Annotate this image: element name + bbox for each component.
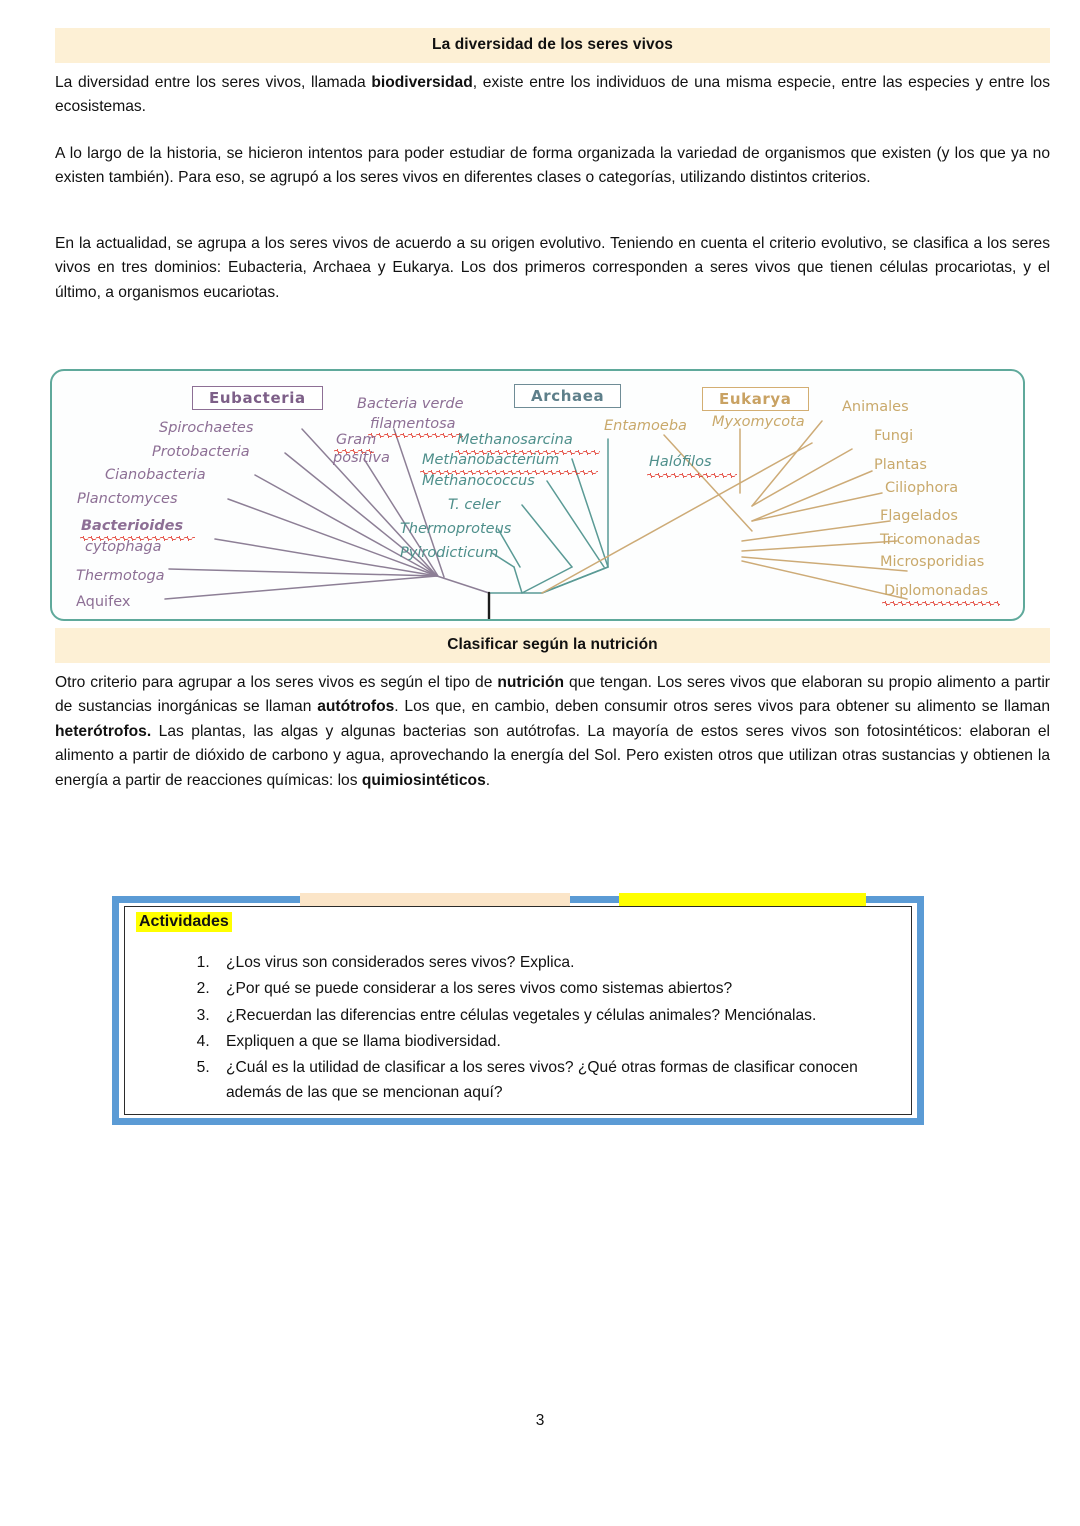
taxon-diplomonadas: Diplomonadas bbox=[884, 583, 989, 599]
taxon-positiva: positiva bbox=[333, 450, 390, 466]
spellcheck-squiggle-methanobacterium bbox=[420, 470, 598, 475]
taxon-ciliophora: Ciliophora bbox=[885, 480, 959, 496]
activities-list: ¿Los virus son considerados seres vivos?… bbox=[176, 950, 906, 1107]
taxon-t-celer: T. celer bbox=[448, 497, 501, 513]
paragraph-dominios: En la actualidad, se agrupa a los seres … bbox=[55, 235, 1050, 301]
spellcheck-squiggle-bacterioides bbox=[80, 536, 195, 541]
list-item: ¿Los virus son considerados seres vivos?… bbox=[214, 950, 906, 975]
taxon-flagelados: Flagelados bbox=[880, 508, 958, 524]
taxon-tricomonadas: Tricomonadas bbox=[880, 532, 981, 548]
section-heading-nutricion: Clasificar según la nutrición bbox=[55, 628, 1050, 663]
taxon-planctomyces: Planctomyces bbox=[77, 491, 178, 507]
taxon-halofilos: Halófilos bbox=[649, 454, 712, 470]
taxon-methanobacterium: Methanobacterium bbox=[422, 452, 560, 468]
spellcheck-squiggle-halofilos bbox=[647, 473, 737, 478]
taxon-thermoproteus: Thermoproteus bbox=[400, 521, 512, 537]
taxon-cytophaga: cytophaga bbox=[85, 539, 162, 555]
taxon-bacterioides: Bacterioides bbox=[81, 518, 184, 534]
tree-branches bbox=[164, 420, 908, 619]
taxon-bacteria-verde: Bacteria verde bbox=[357, 396, 464, 412]
taxon-aquifex: Aquifex bbox=[76, 594, 131, 610]
paragraph-nutricion: Otro criterio para agrupar a los seres v… bbox=[55, 674, 1050, 789]
taxon-fungi: Fungi bbox=[874, 428, 914, 444]
list-item: ¿Recuerdan las diferencias entre células… bbox=[214, 1003, 906, 1028]
list-item: Expliquen a que se llama biodiversidad. bbox=[214, 1029, 906, 1054]
taxon-cianobacteria: Cianobacteria bbox=[105, 467, 206, 483]
taxon-protobacteria: Protobacteria bbox=[152, 444, 250, 460]
activities-title: Actividades bbox=[136, 912, 232, 932]
page-number: 3 bbox=[535, 1412, 545, 1429]
paragraph-historia: A lo largo de la historia, se hicieron i… bbox=[55, 145, 1050, 187]
taxon-methanococcus: Methanococcus bbox=[422, 473, 535, 489]
spellcheck-squiggle-methanosarcina bbox=[455, 450, 600, 455]
list-item: ¿Cuál es la utilidad de clasificar a los… bbox=[214, 1055, 906, 1106]
spellcheck-squiggle-gram bbox=[334, 449, 374, 454]
domain-label-eubacteria: Eubacteria bbox=[192, 386, 323, 410]
taxon-microsporidias: Microsporidias bbox=[880, 554, 985, 570]
taxon-entamoeba: Entamoeba bbox=[604, 418, 687, 434]
taxon-filamentosa: filamentosa bbox=[370, 416, 456, 432]
domain-label-eukarya: Eukarya bbox=[702, 387, 809, 411]
spellcheck-squiggle-diplomonadas bbox=[882, 601, 1000, 606]
taxon-spirochaetes: Spirochaetes bbox=[159, 420, 254, 436]
taxon-plantas: Plantas bbox=[874, 457, 927, 473]
taxon-animales: Animales bbox=[842, 399, 909, 415]
section-heading-diversidad: La diversidad de los seres vivos bbox=[55, 28, 1050, 63]
taxon-methanosarcina: Methanosarcina bbox=[457, 432, 573, 448]
spellcheck-squiggle-filamentosa bbox=[368, 433, 463, 438]
phylogenetic-tree-figure: Eubacteria Archaea Eukarya Spirochaetes … bbox=[50, 369, 1025, 621]
taxon-gram: Gram bbox=[336, 432, 377, 448]
list-item: ¿Por qué se puede considerar a los seres… bbox=[214, 976, 906, 1001]
taxon-pyirodicticum: Pyirodicticum bbox=[400, 545, 499, 561]
taxon-myxomycota: Myxomycota bbox=[712, 414, 805, 430]
paragraph-biodiversidad: La diversidad entre los seres vivos, lla… bbox=[55, 74, 1051, 116]
activities-box-inner bbox=[124, 906, 912, 1115]
taxon-thermotoga: Thermotoga bbox=[76, 568, 165, 584]
domain-label-archaea: Archaea bbox=[514, 384, 622, 408]
